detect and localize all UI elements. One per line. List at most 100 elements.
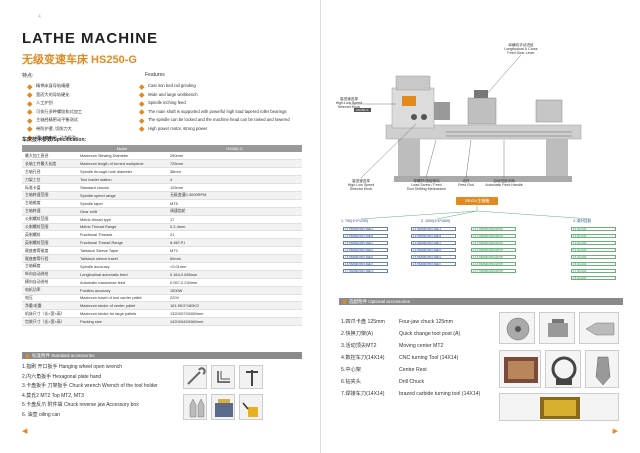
next-page-arrow[interactable]: ▶ [612,428,618,435]
features-cn-label: 特点: [22,73,34,79]
optional-item: 7.焊接车刀(14X14)brazed carbide turning tool… [341,391,481,397]
tree-branch-1: 1. 750(1*4*1290) [341,219,369,223]
spec-label: 车床技术参数/Specification: [22,137,87,143]
callout-gear-lever: 纵横向手动进给 Longitudinal & Cross Feed Gear L… [504,43,538,56]
tree-item: 3.7 英吋挂轮 [571,269,616,273]
table-cell: 220V [167,294,302,303]
tree-item: 2.1.6 HS250DV250挂轮组件 [471,262,516,266]
feature-cn-item: 可执行多种螺纹和式加工 [27,108,82,117]
feature-cn-item: 宽而大的导轨硬化 [27,91,82,100]
tree-root-badge: 250GV主轴箱 [456,197,498,205]
callout-lead-screw: 导螺杆/进给换向 Lead Screw / Feed Rod Shifting … [407,179,446,192]
chuck-wrench-image [239,365,263,389]
spec-header-cell [22,145,77,152]
oil-can-image [239,394,263,420]
callout-speed-selector-top: 高低速选择 High-Low Speed Selector Knob [335,97,363,110]
tree-branch-2: 2. 1000(1*4*1500) [421,219,451,223]
table-cell: Metric Thread Range [77,223,167,232]
accessories-list: 1.指刷 开口扳手 Hanging wheel open wrench 2.内六… [22,363,158,421]
feature-en-item: The spindle can be locked and the machin… [139,116,290,125]
table-cell: Metric thread type [77,215,167,224]
table-cell: Longitudinal automatic feed [77,270,167,279]
callout-speed-selector-bottom: 高低速选择 High-Low Speed Selector Knob [347,179,375,192]
wrench-image [183,365,207,389]
tree-item: 2.5 HS250DV250主轴箱 E [411,255,456,259]
table-cell: Maximum Slewing Diameter [77,152,167,161]
feature-cn-item: 主轴经精密动平衡测试 [27,116,82,125]
table-cell: 净重/毛重 [22,301,77,311]
hex-key-image [211,365,235,389]
table-cell: 17 [167,215,302,224]
table-cell: 机床尺寸（长×宽×高） [22,309,77,319]
table-cell: Spindle speed range [77,191,167,200]
centre-rest-image [545,350,581,388]
tree-item: 1.6 HS250DV250主轴箱 F [343,262,388,266]
page-subtitle: 无级变速车床 HS250-G [22,54,137,66]
spec-header-cell: Model [77,145,167,152]
tree-connectors [360,205,592,220]
standard-accessories-bar: 标准附件 Standard accessories [22,352,302,359]
table-cell: Automatic transverse feed [77,278,167,287]
accessory-item: 3.卡盘扳手 刀架扳手 Chuck wrench Wrench of the t… [22,383,158,390]
table-cell: 1420X640X660mm [167,317,302,327]
tree-item: 3.4 英吋挂轮 [571,248,616,252]
left-page: 4 LATHE MACHINE 无级变速车床 HS250-G 特点: Featu… [0,0,320,453]
feature-cn-item: 带防护罩, 切削力大 [27,125,82,134]
tree-item: 1.5 HS250DV250主轴箱 E [343,255,388,259]
page-title: LATHE MACHINE [22,30,159,47]
table-cell: Fractional Thread Range [77,238,167,248]
table-cell: 公制螺纹范围 [22,215,77,224]
tree-item: 2.1.5 HS250DV250挂轮组件 [471,255,516,259]
machine-plate: HS250-G [354,108,371,113]
table-cell: 4 [167,175,302,185]
table-cell: Maximum length of turned workpiece [77,159,167,169]
table-cell: 电机功率 [22,286,77,295]
table-cell: 0.057-0.230mm [167,278,302,287]
tree-item: 3.6 英吋挂轮 [571,262,616,266]
feature-cn-item: 通过串电机, 动力强劲 [27,134,82,143]
tree-item: 2.1.7 HS250DV250挂轮组件 [471,269,516,273]
carbide-tool-set-image [499,393,619,421]
table-cell: Maximum travel of tool carrier pallet [77,294,167,303]
bullet-icon [27,118,33,124]
tree-item: 3.8 英吋挂轮 [571,276,616,280]
table-cell: 161.5KG*180KG [167,301,302,311]
bullet-icon [27,126,33,132]
tree-item: 2.1.4 HS250DV250挂轮组件 [471,248,516,252]
table-cell: 纵向自动进给 [22,270,77,279]
features-en-list: Cast iron bed rail grinding Wide and lar… [139,82,290,134]
table-cell: 调速齿轮 [167,207,302,216]
spec-header-row: Model HS250-G [22,145,302,152]
table-cell: 725mm [167,159,302,169]
table-cell: 尾座套筒锥度 [22,246,77,256]
optional-accessories-bar: 选配附件 Optional accessories [339,298,623,305]
table-cell: 尾座套筒行程 [22,254,77,263]
accessory-item: 4.莫氏2 MT2 Top MT2, MT3 [22,392,84,399]
table-cell: 最大加工直径 [22,152,77,161]
table-cell: 1320X570X650mm [167,309,302,319]
table-cell: 无级变速0-3000RPM [167,191,302,200]
feature-en-item: Cast iron bed rail grinding [139,82,290,91]
table-cell: Standard chucks [77,183,167,192]
features-en-label: Features [145,72,165,78]
four-jaw-chuck-image [499,312,535,344]
table-cell: 主轴转速范围 [22,191,77,200]
prev-page-arrow[interactable]: ◀ [22,428,28,435]
table-cell: Maximum stroke for large pallets [77,309,167,319]
bullet-icon [139,83,145,89]
tree-item: 3.3 英吋挂轮 [571,241,616,245]
table-cell: Fractional Threads [77,230,167,240]
bullet-icon [139,100,145,106]
